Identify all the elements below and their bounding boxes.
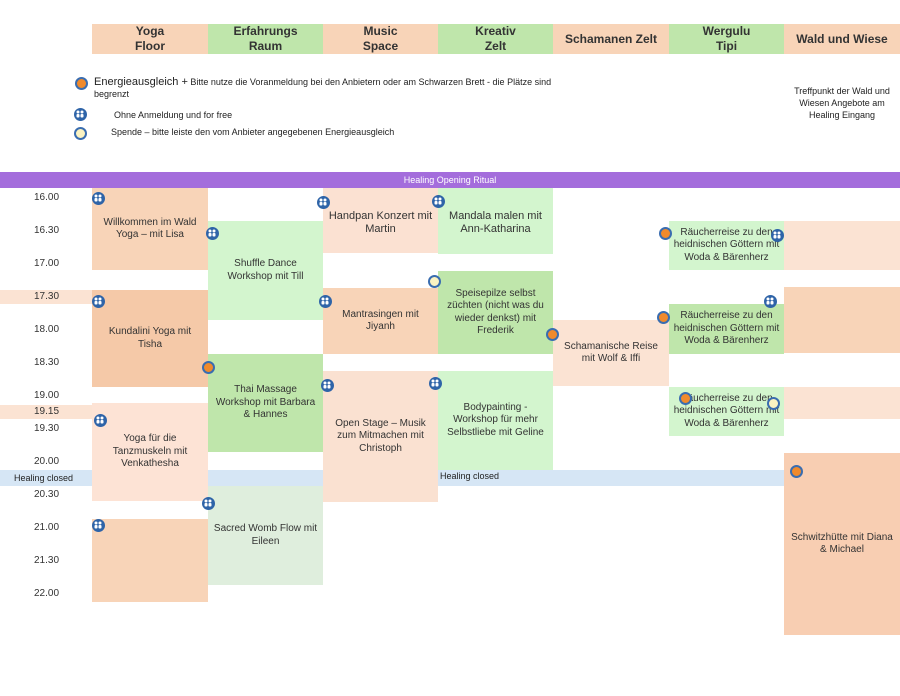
- orange-dot-icon: [202, 361, 215, 374]
- event-block[interactable]: Mantrasingen mit Jiyanh: [323, 288, 438, 354]
- people-icon: [92, 519, 105, 532]
- people-icon: [206, 227, 219, 240]
- event-block[interactable]: Shuffle Dance Workshop mit Till: [208, 221, 323, 320]
- opening-ritual-banner: Healing Opening Ritual: [0, 172, 900, 188]
- people-icon: [202, 497, 215, 510]
- time-label: 21.30: [34, 555, 60, 566]
- healing-closed-right: Healing closed: [440, 471, 500, 481]
- people-icon: [92, 192, 105, 205]
- people-icon: [771, 229, 784, 242]
- wald-block: [784, 387, 900, 419]
- people-icon: [94, 414, 107, 427]
- event-block[interactable]: Handpan Konzert mit Martin: [323, 188, 438, 253]
- people-icon: [92, 295, 105, 308]
- energie-icon: [75, 77, 88, 90]
- people-icon: [319, 295, 332, 308]
- event-block[interactable]: Mandala malen mit Ann-Katharina: [438, 188, 553, 254]
- row-strip-1730: [0, 290, 92, 304]
- legend-free: Ohne Anmeldung und for free: [114, 110, 233, 120]
- time-label: 21.00: [34, 522, 60, 533]
- row-strip-1915: [0, 405, 92, 419]
- event-block[interactable]: Sacred Womb Flow mit Eileen: [208, 486, 323, 585]
- header-wald-und-wiese: Wald und Wiese: [784, 24, 900, 54]
- event-block[interactable]: Kundalini Yoga mit Tisha: [92, 290, 208, 387]
- orange-dot-icon: [546, 328, 559, 341]
- header-music-space: Music Space: [323, 24, 438, 54]
- header-schamanen-zelt: Schamanen Zelt: [553, 24, 669, 54]
- orange-dot-icon: [659, 227, 672, 240]
- wald-block: [784, 221, 900, 270]
- event-block[interactable]: Speisepilze selbst züchten (nicht was du…: [438, 271, 553, 354]
- time-label: 20.30: [34, 489, 60, 500]
- event-block[interactable]: Yoga für die Tanzmuskeln mit Venkathesha: [92, 403, 208, 501]
- time-label: 18.00: [34, 324, 60, 335]
- orange-dot-icon: [790, 465, 803, 478]
- light-dot-icon: [767, 397, 780, 410]
- event-block[interactable]: Willkommen im Wald Yoga – mit Lisa: [92, 188, 208, 270]
- time-label: 17.30: [34, 291, 60, 302]
- wald-block: [784, 287, 900, 353]
- event-block[interactable]: Thai Massage Workshop mit Barbara & Hann…: [208, 354, 323, 452]
- time-label: 19.30: [34, 423, 60, 434]
- legend-spende: Spende – bitte leiste den vom Anbieter a…: [111, 127, 395, 137]
- time-label: 18.30: [34, 357, 60, 368]
- event-block[interactable]: [92, 519, 208, 602]
- event-block[interactable]: Räucherreise zu den heidnischen Göttern …: [669, 304, 784, 354]
- people-icon: [321, 379, 334, 392]
- header-wergulu-tipi: Wergulu Tipi: [669, 24, 784, 54]
- people-icon: [432, 195, 445, 208]
- event-block[interactable]: Räucherreise zu den heidnischen Göttern …: [669, 221, 784, 270]
- time-label: 17.00: [34, 258, 60, 269]
- event-block[interactable]: Bodypainting - Workshop für mehr Selbstl…: [438, 371, 553, 470]
- light-dot-icon: [428, 275, 441, 288]
- people-icon: [764, 295, 777, 308]
- legend-energie-title: Energieausgleich +: [94, 76, 188, 88]
- time-label: 22.00: [34, 588, 60, 599]
- side-note: Treffpunkt der Wald und Wiesen Angebote …: [794, 86, 890, 120]
- people-icon: [317, 196, 330, 209]
- legend-energie-text: Bitte nutze die Voranmeldung bei den Anb…: [94, 77, 552, 99]
- time-label: 19.15: [34, 406, 60, 417]
- header-yoga-floor: Yoga Floor: [92, 24, 208, 54]
- event-block[interactable]: Open Stage – Musik zum Mitmachen mit Chr…: [323, 371, 438, 502]
- orange-dot-icon: [679, 392, 692, 405]
- orange-dot-icon: [657, 311, 670, 324]
- people-icon: [74, 108, 87, 121]
- time-label: 20.00: [34, 456, 60, 467]
- time-label: 19.00: [34, 390, 60, 401]
- time-label: 16.30: [34, 225, 60, 236]
- event-block[interactable]: Schwitzhütte mit Diana & Michael: [784, 453, 900, 635]
- people-icon: [429, 377, 442, 390]
- header-kreativ-zelt: Kreativ Zelt: [438, 24, 553, 54]
- event-block[interactable]: Schamanische Reise mit Wolf & Iffi: [553, 320, 669, 386]
- time-label: 16.00: [34, 192, 60, 203]
- header-erfahrungs-raum: Erfahrungs Raum: [208, 24, 323, 54]
- spende-icon: [74, 127, 87, 140]
- healing-closed-left: Healing closed: [0, 470, 92, 486]
- legend-energie: Energieausgleich + Bitte nutze die Voran…: [94, 76, 554, 100]
